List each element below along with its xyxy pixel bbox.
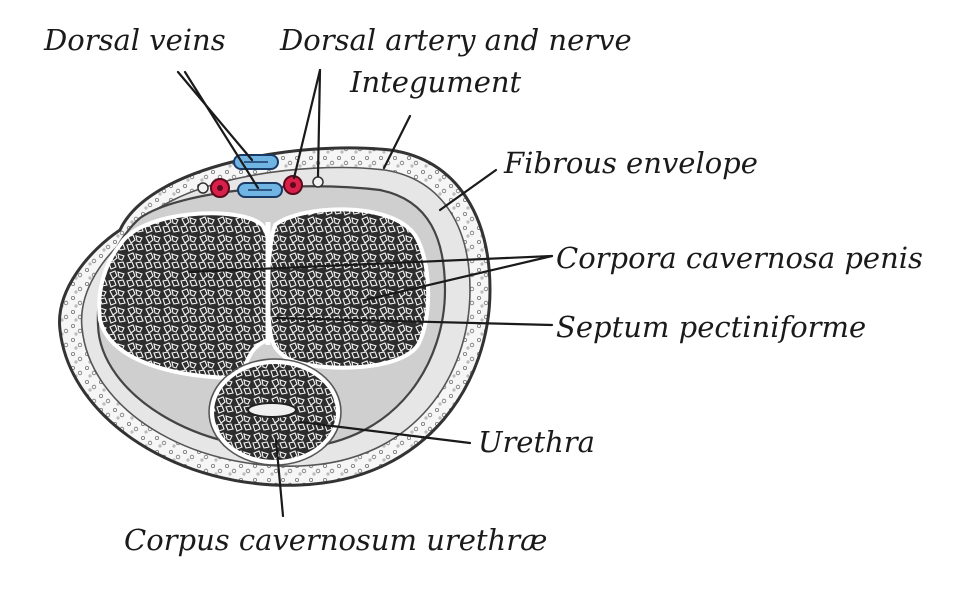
dorsal-nerve-right [312, 176, 324, 188]
label-dorsal-veins: Dorsal veins [43, 23, 226, 57]
leader-lines [176, 68, 554, 518]
label-septum: Septum pectiniforme [556, 310, 866, 344]
label-urethra: Urethra [478, 425, 595, 459]
corpus-cavernosum-left [97, 211, 274, 381]
label-corpora-cavernosa: Corpora cavernosa penis [556, 241, 923, 275]
label-corpus-urethrae: Corpus cavernosum urethræ [124, 523, 547, 557]
label-dorsal-artery-nerve: Dorsal artery and nerve [279, 23, 632, 57]
label-integument: Integument [349, 65, 522, 99]
dorsal-nerve-left [197, 182, 209, 194]
urethra-lumen [247, 402, 297, 418]
corpus-cavernosum-right [265, 207, 431, 370]
label-fibrous-envelope: Fibrous envelope [503, 146, 758, 180]
